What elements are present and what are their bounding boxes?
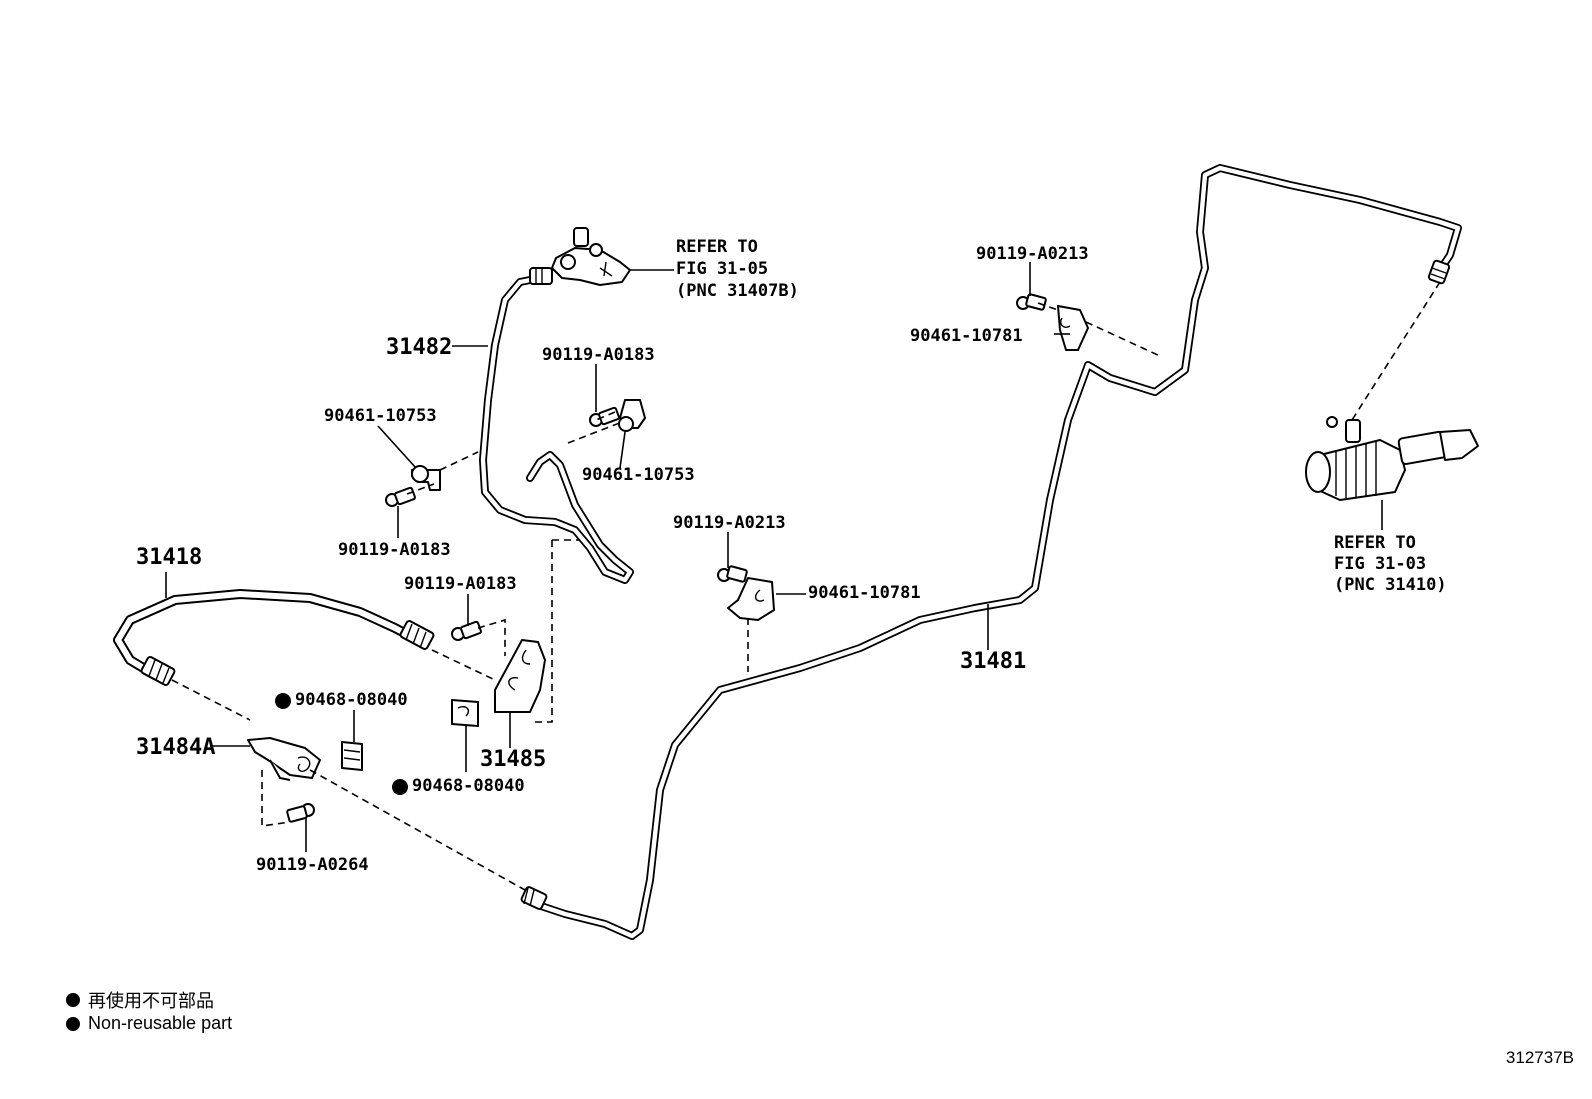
label-31484a[interactable]: 31484A (136, 735, 215, 760)
label-90119-a0183-left[interactable]: 90119-A0183 (338, 540, 451, 560)
legend-english-text: Non-reusable part (88, 1013, 233, 1033)
clamp-90461-10781-top[interactable] (1057, 305, 1089, 351)
tube-end-fitting-31482 (529, 267, 553, 285)
hose-end-fitting-right (399, 620, 435, 650)
label-90119-a0264[interactable]: 90119-A0264 (256, 855, 369, 875)
bolt-90119-a0183-left[interactable] (385, 486, 416, 507)
ref-top-line3: (PNC 31407B) (676, 281, 799, 301)
legend-dot-icon (66, 993, 80, 1007)
bolt-90119-a0183-top[interactable] (589, 406, 620, 427)
clamp-90461-10753-left[interactable] (411, 465, 441, 491)
bolt-90119-a0213-mid[interactable] (717, 565, 748, 583)
label-90461-10753-left[interactable]: 90461-10753 (324, 406, 437, 426)
label-31418[interactable]: 31418 (136, 545, 202, 570)
leader-lines (165, 262, 1383, 852)
assembly-lines (171, 281, 1441, 891)
label-31481[interactable]: 31481 (960, 649, 1026, 674)
master-cylinder-union (551, 227, 631, 286)
ref-right-line1: REFER TO (1334, 533, 1416, 553)
legend-japanese: 再使用不可部品 (66, 987, 214, 1013)
label-90468-08040-top[interactable]: 90468-08040 (295, 690, 408, 710)
ref-top-line2: FIG 31-05 (676, 259, 768, 279)
tube-end-fitting-31481-rear (520, 886, 548, 910)
label-90119-a0213-mid[interactable]: 90119-A0213 (673, 513, 786, 533)
non-reusable-dot-bottom (392, 779, 408, 795)
bolt-90119-a0183-mid[interactable] (451, 620, 482, 641)
label-90119-a0183-mid[interactable]: 90119-A0183 (404, 574, 517, 594)
legend-dot-icon (66, 1016, 80, 1031)
clamp-90461-10781-mid[interactable] (727, 577, 775, 621)
non-reusable-dot-top (275, 693, 291, 709)
clip-90468-08040-b[interactable] (451, 699, 479, 727)
hose-bracket-31484a[interactable] (247, 737, 321, 781)
legend-japanese-text: 再使用不可部品 (88, 991, 214, 1011)
label-31485[interactable]: 31485 (480, 747, 546, 772)
clutch-release-tube-31482[interactable] (479, 274, 634, 584)
ref-note-top[interactable]: REFER TO FIG 31-05 (PNC 31407B) (676, 237, 799, 301)
ref-top-line1: REFER TO (676, 237, 758, 257)
ref-note-right[interactable]: REFER TO FIG 31-03 (PNC 31410) (1334, 533, 1447, 595)
ref-right-line3: (PNC 31410) (1334, 575, 1447, 595)
label-90461-10753-right[interactable]: 90461-10753 (582, 465, 695, 485)
tube-bracket-31485[interactable] (494, 639, 546, 713)
bolt-90119-a0213-top[interactable] (1016, 293, 1047, 311)
bolt-90119-a0264[interactable] (286, 803, 315, 823)
label-90119-a0183-top[interactable]: 90119-A0183 (542, 345, 655, 365)
label-31482[interactable]: 31482 (386, 335, 452, 360)
tube-end-fitting-31481-front (1427, 259, 1451, 285)
label-90468-08040-bottom[interactable]: 90468-08040 (412, 776, 525, 796)
ref-right-line2: FIG 31-03 (1334, 554, 1426, 574)
clamp-90461-10753-right[interactable] (618, 399, 646, 432)
clutch-release-cylinder (1305, 416, 1479, 501)
label-90461-10781-top[interactable]: 90461-10781 (910, 326, 1023, 346)
clutch-flexible-hose-31418[interactable] (113, 589, 415, 680)
label-90461-10781-mid[interactable]: 90461-10781 (808, 583, 921, 603)
clutch-release-tube-31481[interactable] (534, 164, 1462, 940)
hose-end-fitting-left (140, 656, 176, 686)
clip-90468-08040-a[interactable] (341, 741, 363, 771)
label-90119-a0213-top[interactable]: 90119-A0213 (976, 244, 1089, 264)
figure-id: 312737B (1505, 1048, 1574, 1067)
legend-english: Non-reusable part (66, 1013, 232, 1034)
